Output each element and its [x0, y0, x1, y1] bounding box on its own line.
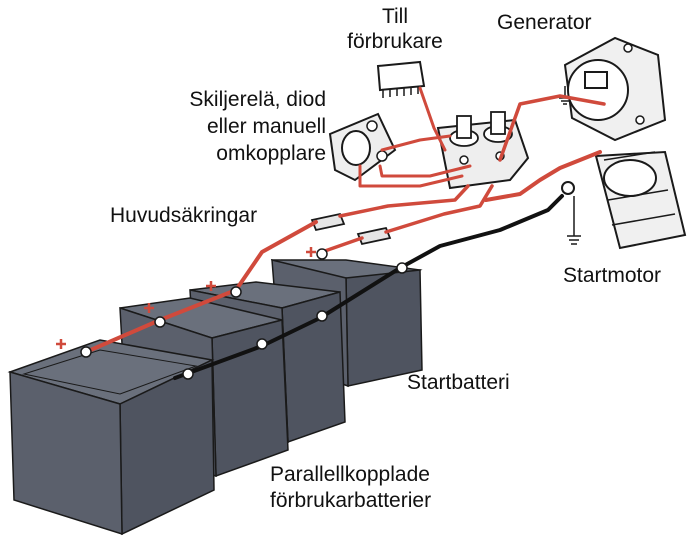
- plus-sign-icon: [56, 339, 66, 349]
- label-skiljerela-line-1: Skiljerelä, diod: [189, 88, 326, 111]
- consumer-terminal-block: [376, 60, 426, 98]
- positive-cables: [84, 86, 606, 354]
- label-till-forbrukare-line-2: förbrukare: [347, 30, 443, 53]
- ground-symbol-icon: [567, 196, 581, 245]
- label-skiljerela-line-2: eller manuell: [206, 115, 326, 138]
- label-huvudsakringar: Huvudsäkringar: [110, 203, 257, 228]
- label-generator: Generator: [497, 10, 592, 35]
- battery-terminals: [80, 248, 408, 380]
- label-till-forbrukare-line-1: Till: [381, 5, 409, 28]
- label-forbrukarbatterier-line-2: förbrukarbatterier: [270, 489, 432, 512]
- negative-cable: [173, 194, 564, 380]
- label-generator-text: Generator: [497, 11, 592, 34]
- label-forbrukarbatterier-line-1: Parallellkopplade: [270, 463, 430, 486]
- label-startbatteri: Startbatteri: [407, 370, 510, 395]
- label-startbatteri-text: Startbatteri: [407, 371, 510, 394]
- main-fuse-2: [356, 226, 392, 246]
- main-fuse-1: [310, 212, 346, 232]
- isolation-relay: [328, 112, 397, 182]
- label-huvudsakringar-text: Huvudsäkringar: [110, 204, 258, 227]
- label-forbrukarbatterier: Parallellkopplade förbrukarbatterier: [270, 462, 431, 514]
- plus-sign-icon: [206, 281, 216, 291]
- plus-sign-icon: [144, 303, 154, 313]
- label-skiljerela: Skiljerelä, diod eller manuell omkopplar…: [118, 86, 326, 167]
- label-skiljerela-line-3: omkopplare: [216, 142, 326, 165]
- label-startmotor-text: Startmotor: [563, 264, 662, 287]
- label-till-forbrukare: Till förbrukare: [330, 4, 460, 54]
- generator: [563, 36, 667, 142]
- label-startmotor: Startmotor: [563, 263, 661, 288]
- starter-motor: [561, 150, 687, 250]
- house-battery-1: [7, 339, 215, 536]
- plus-sign-icon: [306, 247, 316, 257]
